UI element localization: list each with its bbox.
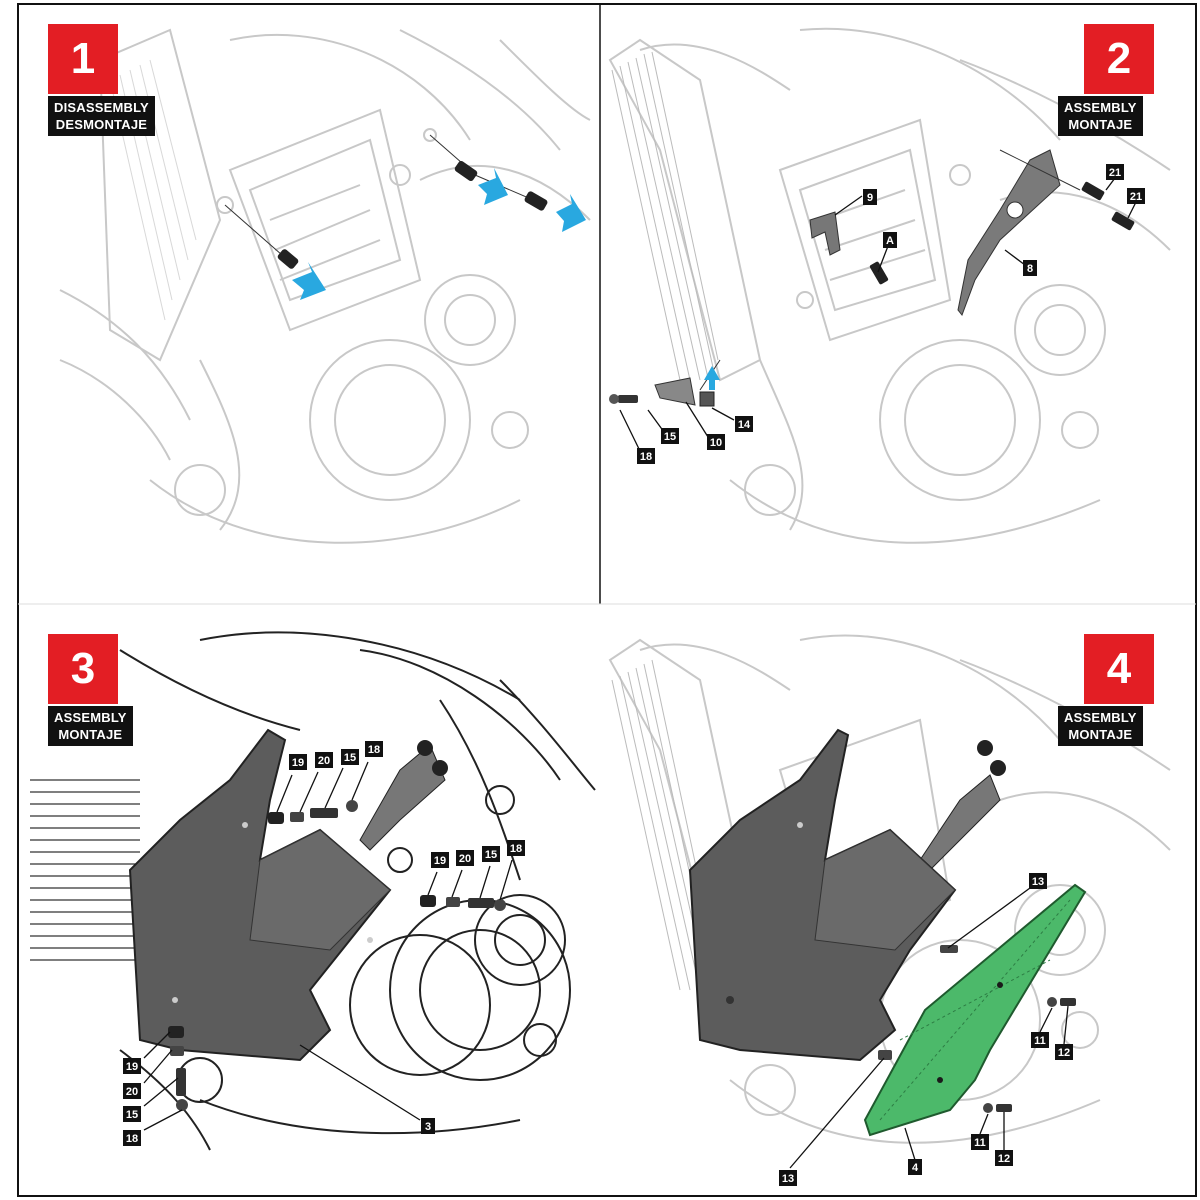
callout-p3-19: 19	[289, 754, 307, 770]
callout-number: 18	[510, 843, 522, 855]
callout-number: 20	[126, 1086, 138, 1098]
callout-p2-21: 21	[1106, 164, 1124, 180]
callout-p4-12: 12	[995, 1150, 1013, 1166]
panel-1-bolts	[224, 134, 548, 269]
callout-number: 20	[459, 853, 471, 865]
step-badge-4: 4	[1084, 634, 1154, 704]
callout-number: 15	[664, 431, 676, 443]
callout-p2-18: 18	[637, 448, 655, 464]
callout-p3-15: 15	[341, 749, 359, 765]
callout-p2-21: 21	[1127, 188, 1145, 204]
callout-number: 15	[485, 849, 497, 861]
callout-number: 20	[318, 755, 330, 767]
callout-number: 4	[912, 1162, 919, 1174]
callout-number: 13	[1032, 876, 1044, 888]
callout-p2-9: 9	[863, 189, 877, 205]
callout-p4-13: 13	[779, 1170, 797, 1186]
step-badge-3: 3	[48, 634, 118, 704]
callout-p2-A: A	[883, 232, 897, 248]
step-label-4-es: MONTAJE	[1068, 727, 1133, 742]
step-label-3-en: ASSEMBLY	[54, 710, 127, 725]
panel-4-parts	[688, 728, 1087, 1137]
callout-p3-3: 3	[421, 1118, 435, 1134]
callout-p2-10: 10	[707, 434, 725, 450]
callout-number: 8	[1027, 263, 1033, 275]
callout-p3-19: 19	[431, 852, 449, 868]
callout-p2-14: 14	[735, 416, 753, 432]
callout-number: 18	[368, 744, 380, 756]
callout-p3-15: 15	[123, 1106, 141, 1122]
callout-p3-20: 20	[315, 752, 333, 768]
callout-number: 9	[867, 192, 873, 204]
callout-number: 11	[1034, 1035, 1046, 1047]
callout-number: 14	[738, 419, 751, 431]
step-label-2-en: ASSEMBLY	[1064, 100, 1137, 115]
callout-p3-18: 18	[507, 840, 525, 856]
callout-number: 19	[434, 855, 446, 867]
panel-2-parts	[609, 149, 1135, 407]
callout-number: 12	[998, 1153, 1010, 1165]
callout-leaders	[143, 177, 1137, 1169]
step-label-1-en: DISASSEMBLY	[54, 100, 149, 115]
callout-p3-20: 20	[456, 850, 474, 866]
callout-p2-15: 15	[661, 428, 679, 444]
step-label-3: ASSEMBLY MONTAJE	[48, 706, 133, 746]
callout-number: 15	[344, 752, 356, 764]
panel-2-artwork	[608, 27, 1171, 544]
callout-number: 10	[710, 437, 722, 449]
step-label-2: ASSEMBLY MONTAJE	[1058, 96, 1143, 136]
callout-number: 19	[126, 1061, 138, 1073]
callout-labels: 9A 21 21 8 15 10 14 18 19 20 15 18 19 20 15 18 19 20 15 18 3…	[123, 164, 1145, 1186]
callout-p3-20: 20	[123, 1083, 141, 1099]
callout-number: A	[886, 235, 894, 247]
callout-p2-8: 8	[1023, 260, 1037, 276]
callout-number: 19	[292, 757, 304, 769]
callout-number: 21	[1130, 191, 1142, 203]
panel-1-artwork	[59, 28, 591, 544]
step-label-3-es: MONTAJE	[58, 727, 123, 742]
callout-p3-18: 18	[123, 1130, 141, 1146]
callout-p3-19: 19	[123, 1058, 141, 1074]
callout-number: 18	[126, 1133, 138, 1145]
callout-number: 18	[640, 451, 652, 463]
callout-number: 13	[782, 1173, 794, 1185]
step-label-4: ASSEMBLY MONTAJE	[1058, 706, 1143, 746]
step-label-1-es: DESMONTAJE	[55, 117, 148, 132]
callout-p4-13: 13	[1029, 873, 1047, 889]
callout-number: 15	[126, 1109, 138, 1121]
callout-p4-11: 11	[1031, 1032, 1049, 1048]
step-label-2-es: MONTAJE	[1068, 117, 1133, 132]
callout-p4-11: 11	[971, 1134, 989, 1150]
step-badge-2: 2	[1084, 24, 1154, 94]
callout-p4-12: 12	[1055, 1044, 1073, 1060]
callout-p3-18: 18	[365, 741, 383, 757]
callout-p4-4: 4	[908, 1159, 922, 1175]
step-label-4-en: ASSEMBLY	[1064, 710, 1137, 725]
callout-number: 21	[1109, 167, 1121, 179]
removal-arrow-icon	[292, 168, 586, 300]
callout-p3-15: 15	[482, 846, 500, 862]
callout-number: 12	[1058, 1047, 1070, 1059]
panel-3-parts	[128, 728, 506, 1111]
step-badge-1: 1	[48, 24, 118, 94]
step-label-1: DISASSEMBLY DESMONTAJE	[48, 96, 155, 136]
panel-3-artwork	[30, 631, 596, 1151]
callout-number: 3	[425, 1121, 431, 1133]
callout-number: 11	[974, 1137, 986, 1149]
